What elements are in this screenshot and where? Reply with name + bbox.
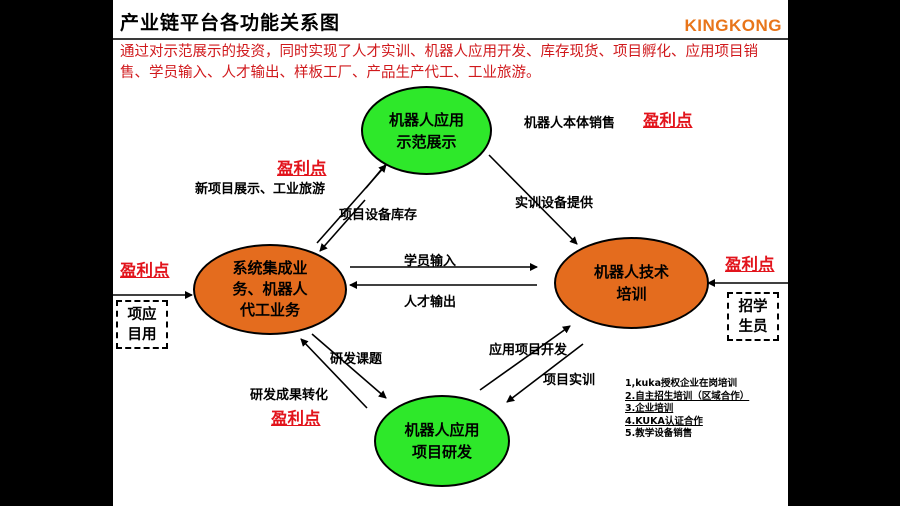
title-divider <box>113 38 788 40</box>
training-notes-list: 1,kuka授权企业在岗培训 2.自主招生培训（区域合作） 3.企业培训 4.K… <box>625 378 749 441</box>
label-project-inventory: 项目设备库存 <box>339 208 418 223</box>
node-rnd-line1: 机器人应用 <box>404 421 480 439</box>
note-item: 4.KUKA认证合作 <box>625 415 703 427</box>
project-application-box: 项应 目用 <box>116 300 168 349</box>
page-title: 产业链平台各功能关系图 <box>120 12 341 34</box>
profit-point-right: 盈利点 <box>725 255 775 274</box>
arrow-rnd-to-system <box>300 338 368 409</box>
arrow-demo-to-training <box>488 154 578 245</box>
profit-point-demo: 盈利点 <box>643 111 693 130</box>
label-project-training: 项目实训 <box>543 373 596 388</box>
intro-text: 通过对示范展示的投资，同时实现了人才实训、机器人应用开发、库存现货、项目孵化、应… <box>120 44 758 81</box>
slide: 产业链平台各功能关系图 KINGKONG 通过对示范展示的投资，同时实现了人才实… <box>113 0 788 506</box>
label-research-topic: 研发课题 <box>330 352 383 367</box>
profit-point-bottom: 盈利点 <box>271 409 321 428</box>
note-item: 5.教学设备销售 <box>625 428 693 439</box>
label-result-transform: 研发成果转化 <box>250 388 329 403</box>
profit-point-left: 盈利点 <box>120 261 170 280</box>
left-box-line1: 项应 <box>127 307 157 323</box>
node-system-line2: 务、机器人 <box>232 280 308 298</box>
node-rnd-line2: 项目研发 <box>411 443 472 461</box>
connector-arrows <box>113 151 788 409</box>
arrow-demo-to-system <box>319 199 366 252</box>
label-robot-body-sales: 机器人本体销售 <box>524 116 616 131</box>
label-training-equipment: 实训设备提供 <box>515 196 594 211</box>
arrow-rnd-to-training <box>479 325 571 391</box>
label-app-project-dev: 应用项目开发 <box>489 343 568 358</box>
brand-logo: KINGKONG <box>684 16 782 35</box>
arrow-system-to-rnd <box>311 333 387 399</box>
node-training-line2: 培训 <box>616 285 647 303</box>
node-robot-demo: 机器人应用 示范展示 <box>361 86 492 175</box>
profit-point-top-left: 盈利点 <box>277 159 327 178</box>
node-robot-rnd: 机器人应用 项目研发 <box>374 395 510 487</box>
arrow-training-to-rnd <box>506 343 584 403</box>
note-item: 1,kuka授权企业在岗培训 <box>625 378 738 389</box>
node-demo-line1: 机器人应用 <box>388 110 464 129</box>
node-system-line3: 代工业务 <box>239 301 300 319</box>
node-system-integration: 系统集成业 务、机器人 代工业务 <box>193 244 347 335</box>
right-box-line1: 招学 <box>738 299 768 315</box>
note-item: 2.自主招生培训（区域合作） <box>625 390 750 402</box>
note-item: 3.企业培训 <box>625 403 674 414</box>
label-new-project-show: 新项目展示、工业旅游 <box>195 182 326 197</box>
node-system-line1: 系统集成业 <box>232 259 308 277</box>
node-robot-training: 机器人技术 培训 <box>554 237 709 329</box>
left-box-line2: 目用 <box>127 327 157 343</box>
label-talent-output: 人才输出 <box>404 295 457 310</box>
student-recruitment-box: 招学 生员 <box>727 292 779 341</box>
node-training-line1: 机器人技术 <box>593 263 669 281</box>
right-box-line2: 生员 <box>738 319 768 335</box>
label-student-input: 学员输入 <box>404 254 457 269</box>
node-demo-line2: 示范展示 <box>396 132 457 151</box>
